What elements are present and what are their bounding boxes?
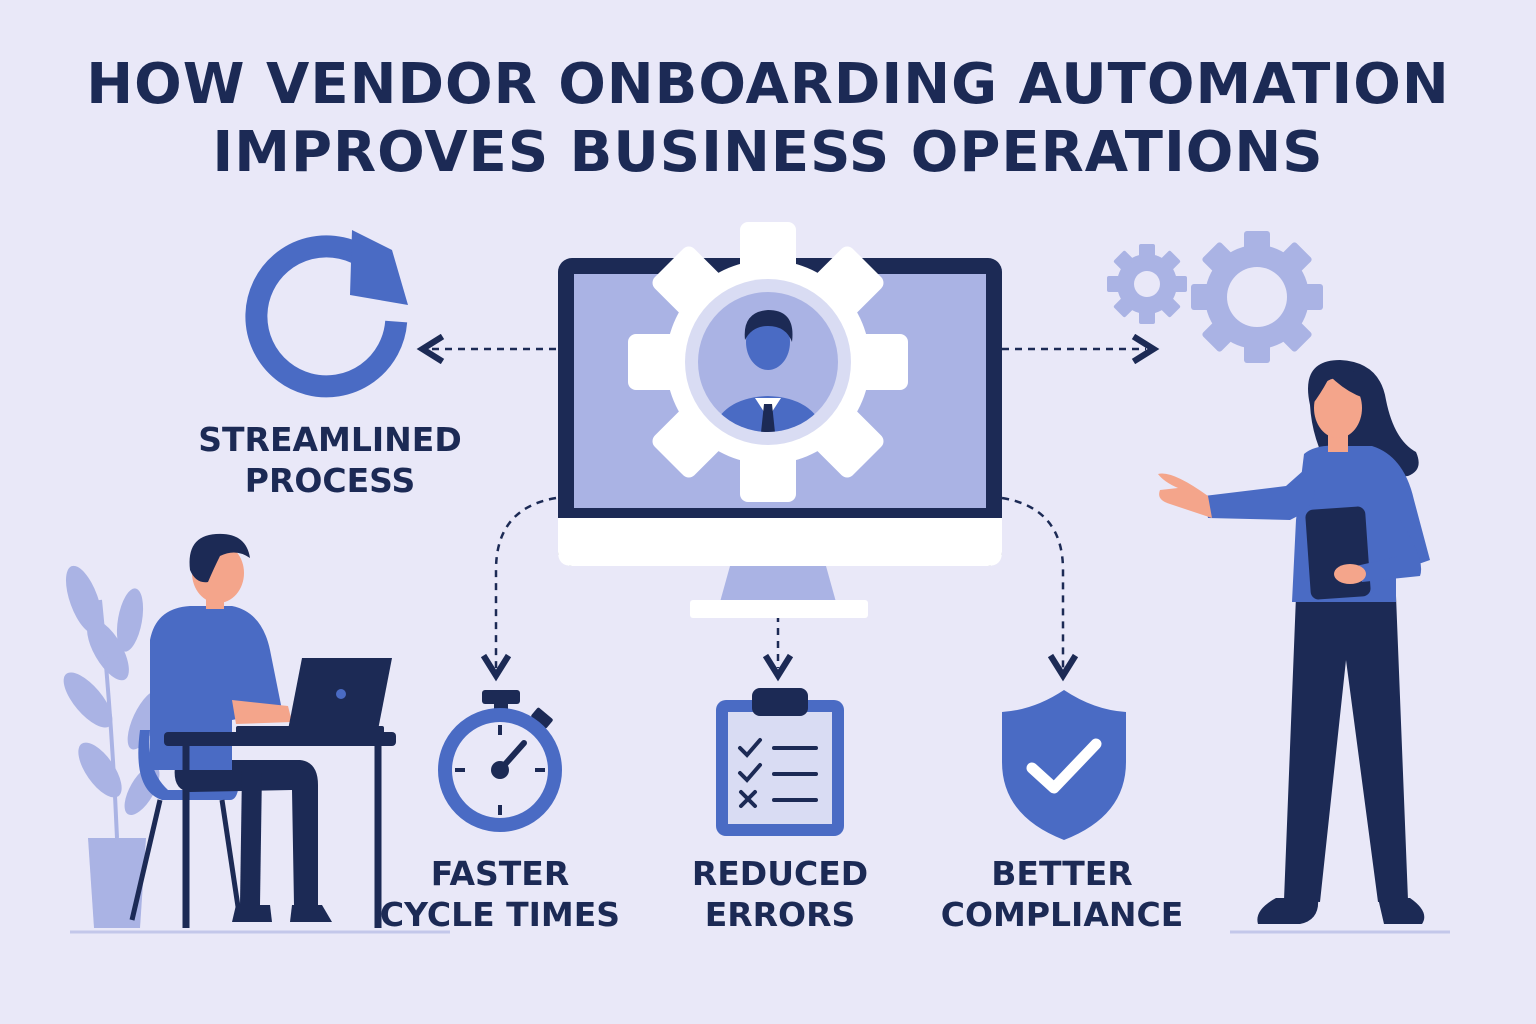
small-gear-icon [1107, 244, 1187, 324]
monitor-gear-user-icon [558, 222, 1002, 618]
benefit-label-line-2: ERRORS [704, 895, 856, 934]
benefit-label-line-1: BETTER [991, 854, 1133, 893]
refresh-arrow-icon [245, 230, 408, 398]
benefit-streamlined-process: STREAMLINED PROCESS [180, 419, 480, 501]
benefit-label-line-2: COMPLIANCE [940, 895, 1184, 934]
page-title-line-1: HOW VENDOR ONBOARDING AUTOMATION [86, 52, 1450, 117]
presenter-woman-illustration [1158, 360, 1430, 924]
benefit-better-compliance: BETTER COMPLIANCE [912, 853, 1212, 935]
monitor-chin [558, 518, 1002, 566]
page-title-line-2: IMPROVES BUSINESS OPERATIONS [212, 120, 1324, 185]
benefit-faster-cycle-times: FASTER CYCLE TIMES [350, 853, 650, 935]
stopwatch-icon [438, 690, 562, 832]
arrow-down-right [1001, 496, 1063, 668]
benefit-label-line-2: CYCLE TIMES [379, 895, 621, 934]
benefit-label-line-2: PROCESS [244, 461, 416, 500]
large-gear-icon [1191, 231, 1323, 363]
benefit-label-line-1: STREAMLINED [198, 420, 462, 459]
shield-check-icon [1002, 690, 1126, 840]
arrow-down-left [496, 496, 557, 668]
benefit-label-line-1: FASTER [430, 854, 570, 893]
checklist-clipboard-icon [716, 688, 844, 836]
benefit-reduced-errors: REDUCED ERRORS [630, 853, 930, 935]
connector-arrows [430, 349, 1146, 668]
monitor-base [690, 600, 868, 618]
person-at-laptop-illustration [129, 533, 396, 928]
gears-icon [1107, 231, 1323, 363]
benefit-label-line-1: REDUCED [691, 854, 869, 893]
monitor-stand [720, 566, 836, 602]
user-avatar-icon [708, 310, 828, 432]
plant-icon [63, 565, 163, 928]
